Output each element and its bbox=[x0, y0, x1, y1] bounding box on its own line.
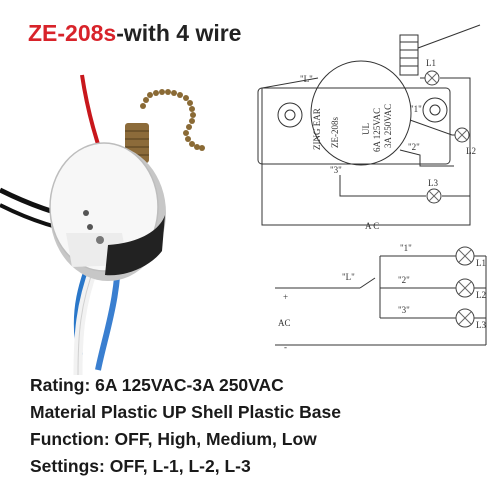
spec-settings: Settings: OFF, L-1, L-2, L-3 bbox=[30, 456, 251, 476]
supply-label-top: A C bbox=[365, 221, 379, 231]
lamp-2-top-icon bbox=[454, 127, 470, 143]
switch-outline bbox=[257, 24, 481, 166]
model-name: ZE-208s bbox=[28, 20, 117, 46]
lamp-2-top-label: L2 bbox=[466, 146, 476, 156]
terminal-2-bottom: "2" bbox=[398, 275, 410, 285]
lamp-1-bottom-icon bbox=[455, 246, 475, 266]
lamp-2-bottom-label: L2 bbox=[476, 290, 486, 300]
lamp-1-top-label: L1 bbox=[426, 58, 436, 68]
lamp-3-top-icon bbox=[426, 188, 442, 204]
switch-model: ZE-208s bbox=[330, 117, 340, 148]
plus-label: + bbox=[283, 292, 288, 302]
switch-rating-1: 6A 125VAC bbox=[372, 108, 382, 152]
terminal-3-top: "3" bbox=[330, 165, 342, 175]
lamp-3-top-label: L3 bbox=[428, 178, 438, 188]
wiring-diagram: ZING EAR ZE-208s 6A 125VAC 3A 250VAC UL … bbox=[257, 24, 487, 352]
lamp-3-bottom-label: L3 bbox=[476, 320, 486, 330]
lamp-1-bottom-label: L1 bbox=[476, 258, 486, 268]
spec-material: Material Plastic UP Shell Plastic Base bbox=[30, 402, 341, 422]
switch-brand: ZING EAR bbox=[312, 108, 322, 150]
lamp-3-bottom-icon bbox=[455, 308, 475, 328]
spec-function: Function: OFF, High, Medium, Low bbox=[30, 429, 317, 449]
switch-photo bbox=[0, 74, 205, 375]
minus-label: - bbox=[284, 342, 287, 352]
terminal-common-top: "L" bbox=[300, 74, 313, 84]
bottom-wires bbox=[275, 255, 487, 346]
terminal-1-bottom: "1" bbox=[400, 243, 412, 253]
terminal-3-bottom: "3" bbox=[398, 305, 410, 315]
terminal-common-bottom: "L" bbox=[342, 272, 355, 282]
lamp-1-top-icon bbox=[424, 70, 440, 86]
ac-label-bottom: AC bbox=[278, 318, 291, 328]
product-title: ZE-208s-with 4 wire bbox=[28, 20, 241, 47]
terminal-1-top: "1" bbox=[410, 104, 422, 114]
spec-rating: Rating: 6A 125VAC-3A 250VAC bbox=[30, 375, 284, 395]
ul-mark: UL bbox=[361, 123, 371, 135]
terminal-2-top: "2" bbox=[408, 142, 420, 152]
switch-rating-2: 3A 250VAC bbox=[383, 104, 393, 148]
top-wires bbox=[261, 77, 471, 226]
lamp-2-bottom-icon bbox=[455, 278, 475, 298]
title-suffix: -with 4 wire bbox=[116, 20, 242, 46]
